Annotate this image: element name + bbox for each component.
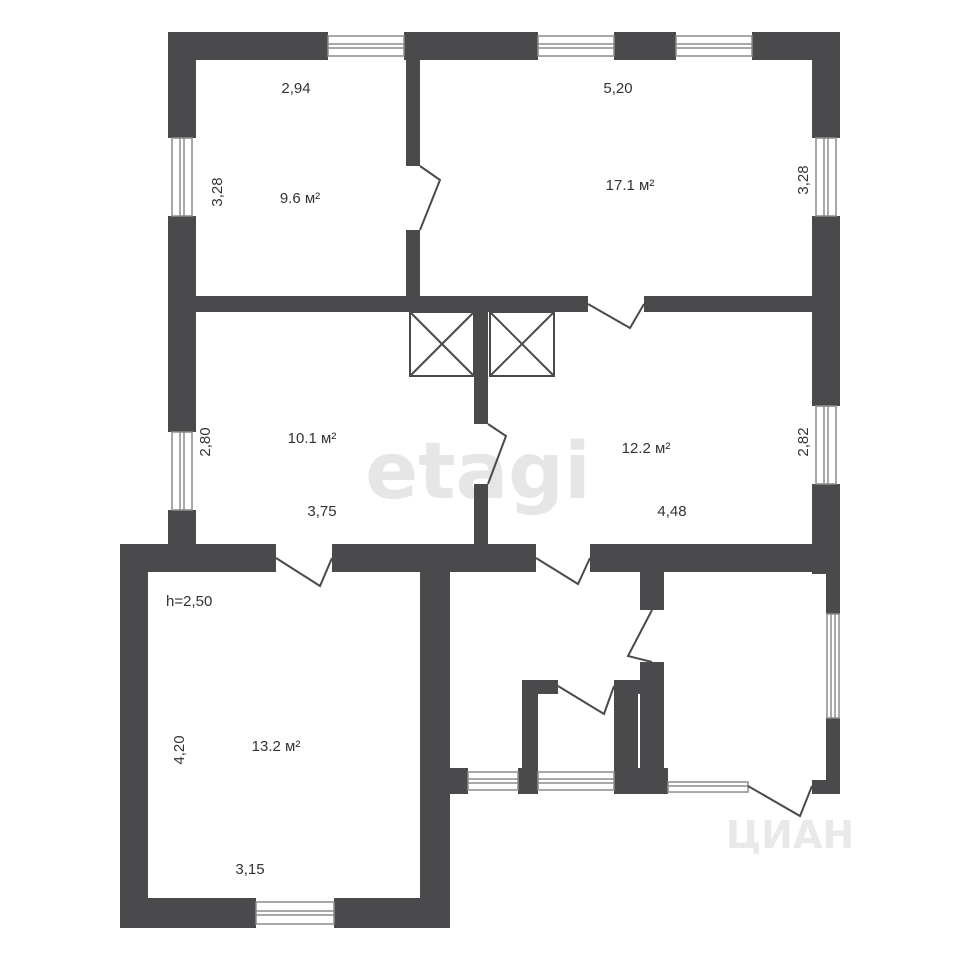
wall-br-corner bbox=[812, 780, 840, 794]
walls bbox=[120, 32, 840, 928]
door-top-right-room bbox=[587, 303, 645, 330]
door-middle-right-room bbox=[535, 557, 591, 586]
windows bbox=[171, 35, 840, 925]
room-top-left-depth: 3,28 bbox=[209, 177, 226, 206]
wall-top-2 bbox=[404, 32, 538, 60]
room-middle-left-area: 10.1 м² bbox=[288, 430, 337, 447]
door-bottom-left-room bbox=[275, 557, 333, 588]
wall-mid-h-1 bbox=[168, 296, 588, 312]
wall-wc-right bbox=[614, 680, 638, 794]
wall-partition-mid-1 bbox=[474, 296, 488, 424]
window-top-1 bbox=[327, 35, 405, 57]
ceiling-height-note: h=2,50 bbox=[166, 593, 212, 610]
doors bbox=[275, 165, 813, 818]
wall-left-1 bbox=[168, 32, 196, 138]
window-br-bottom-1 bbox=[467, 771, 519, 791]
room-bottom-left-width: 3,15 bbox=[235, 861, 264, 878]
room-middle-right-area: 12.2 м² bbox=[622, 440, 671, 457]
door-top-partition bbox=[419, 165, 442, 231]
vent-shaft-2 bbox=[489, 311, 555, 377]
window-top-2 bbox=[537, 35, 615, 57]
room-top-right-area: 17.1 м² bbox=[606, 177, 655, 194]
wall-inner-stub bbox=[640, 558, 664, 610]
wall-bl-left bbox=[120, 544, 148, 928]
room-top-left-area: 9.6 м² bbox=[280, 190, 320, 207]
wall-lower-h-3 bbox=[590, 544, 840, 572]
room-top-right-width: 5,20 bbox=[603, 80, 632, 97]
vent-shaft-1 bbox=[409, 311, 475, 377]
window-right-2 bbox=[815, 405, 837, 485]
room-top-right-depth: 3,28 bbox=[795, 165, 812, 194]
wall-bl-bottom-1 bbox=[120, 898, 256, 928]
labels: 2,94 9.6 м² 3,28 5,20 17.1 м² 3,28 10.1 … bbox=[166, 80, 812, 878]
wall-bl-right bbox=[420, 544, 450, 928]
wall-top-3 bbox=[614, 32, 676, 60]
window-left-1 bbox=[171, 137, 193, 217]
wall-wc-left bbox=[522, 680, 538, 794]
room-middle-right-width: 4,48 bbox=[657, 503, 686, 520]
room-middle-left-depth: 2,80 bbox=[197, 427, 214, 456]
room-middle-left-width: 3,75 bbox=[307, 503, 336, 520]
wall-partition-mid-2 bbox=[474, 484, 488, 558]
wall-right-1 bbox=[812, 32, 840, 138]
window-right-1 bbox=[815, 137, 837, 217]
wall-partition-top-1 bbox=[406, 32, 420, 166]
vent-shafts bbox=[409, 311, 555, 377]
room-bottom-left-area: 13.2 м² bbox=[252, 738, 301, 755]
watermark-cian: ЦИАН bbox=[726, 813, 854, 857]
door-middle-partition bbox=[487, 423, 508, 485]
window-left-2 bbox=[171, 431, 193, 511]
room-top-left-width: 2,94 bbox=[281, 80, 310, 97]
room-middle-right-depth: 2,82 bbox=[795, 427, 812, 456]
wall-partition-top-2 bbox=[406, 230, 420, 312]
window-br-bottom-2 bbox=[537, 771, 615, 791]
door-inner bbox=[626, 609, 653, 663]
wall-br-right-1 bbox=[826, 544, 840, 614]
door-entrance bbox=[747, 785, 813, 818]
window-bl-bottom bbox=[255, 901, 335, 925]
wall-br-right-2 bbox=[826, 718, 840, 794]
window-br-right bbox=[826, 613, 840, 719]
wall-br-bottom-1 bbox=[420, 768, 468, 794]
door-wc bbox=[557, 685, 615, 716]
wall-mid-h-2 bbox=[644, 296, 840, 312]
window-top-3 bbox=[675, 35, 753, 57]
wall-left-2 bbox=[168, 216, 196, 432]
window-br-bottom-3 bbox=[667, 781, 749, 793]
room-bottom-left-depth: 4,20 bbox=[171, 735, 188, 764]
